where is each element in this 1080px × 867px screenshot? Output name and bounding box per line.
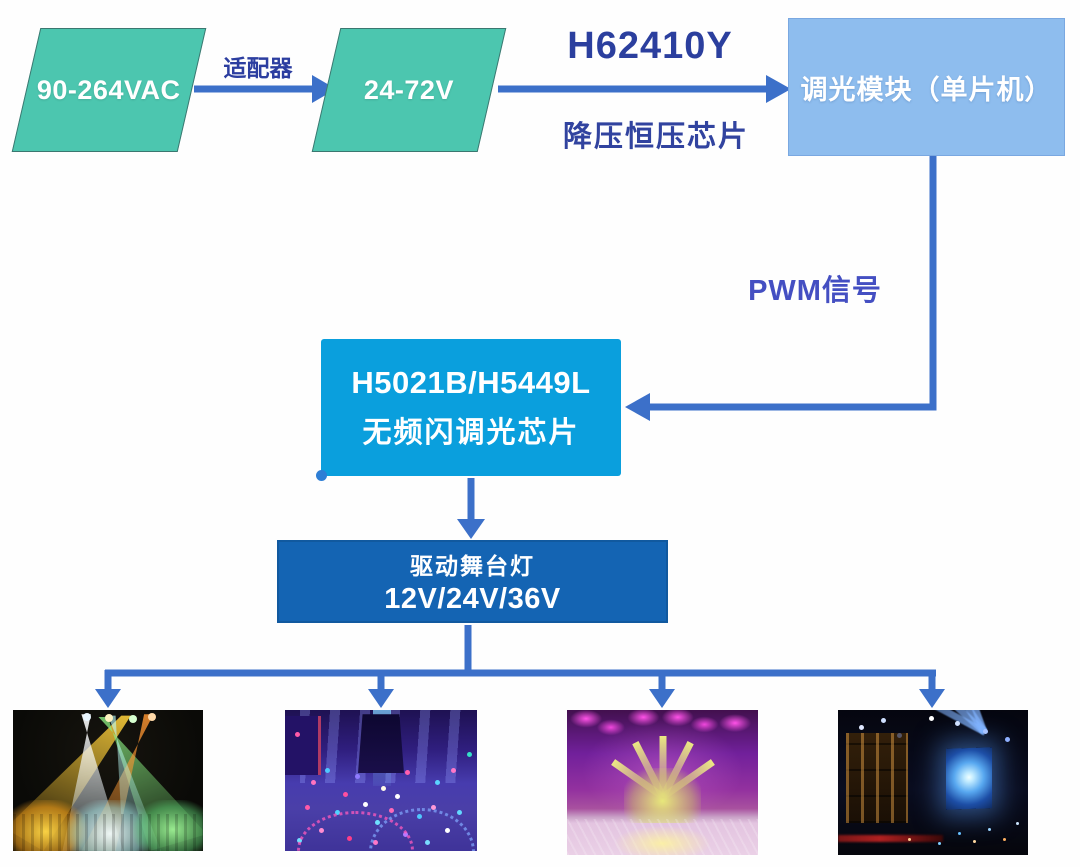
driver-label: 驱动舞台灯: [410, 553, 535, 579]
node-dc-bus-label: 24-72V: [363, 74, 455, 105]
dimming-chip-description: 无频闪调光芯片: [362, 416, 580, 449]
chip-corner-dot: [316, 470, 327, 481]
stage-photo-moving-head-beams: [13, 710, 203, 851]
blue-dot-arc: [369, 808, 476, 851]
green-light-pool: [132, 800, 203, 851]
drop-1-head: [95, 689, 121, 708]
dark-doorway: [357, 714, 405, 774]
stage-photo-concert-venue: [838, 710, 1028, 855]
burst-ray: [659, 736, 666, 797]
node-ac-input: 90-264VAC: [11, 28, 207, 152]
bottom-equipment-lights: [838, 710, 841, 713]
edge-label-pwm-signal: PWM信号: [748, 275, 882, 307]
arrow-chip-to-driver-head: [457, 519, 485, 539]
node-dimmer-module-label: 调光模块（单片机）: [800, 74, 1053, 105]
node-dimming-chip: H5021B/H5449L 无频闪调光芯片: [321, 339, 621, 476]
stage-photo-disco-room: [285, 710, 477, 851]
glowing-blue-screen: [946, 746, 992, 810]
arrow-pwm-head: [625, 393, 650, 421]
node-dimmer-module: 调光模块（单片机）: [788, 18, 1065, 156]
wall-panel: [285, 715, 321, 775]
driver-voltages: 12V/24V/36V: [384, 583, 561, 615]
drop-3-head: [649, 689, 675, 708]
scattered-dot-lights: [285, 710, 290, 715]
floor-yellow-glow: [614, 826, 711, 855]
stage-photo-purple-wash: [567, 710, 758, 855]
drop-2-head: [368, 689, 394, 708]
red-bar-light: [838, 834, 943, 842]
edge-label-buck-chip-name: H62410Y: [567, 25, 733, 67]
fixture-head-dots: [13, 710, 17, 714]
node-stage-light-driver: 驱动舞台灯 12V/24V/36V: [277, 540, 668, 623]
edge-label-adapter: 适配器: [223, 55, 293, 81]
node-dc-bus: 24-72V: [311, 28, 507, 152]
yellow-center-glow: [624, 768, 701, 824]
gobo-pattern-texture: [13, 814, 203, 851]
dimming-chip-part-number: H5021B/H5449L: [351, 364, 591, 400]
amber-window-structure: [845, 733, 909, 824]
drop-4-head: [919, 689, 945, 708]
edge-label-buck-chip-desc: 降压恒压芯片: [562, 121, 750, 153]
node-ac-input-label: 90-264VAC: [37, 74, 181, 105]
window-mullions: [845, 733, 909, 824]
